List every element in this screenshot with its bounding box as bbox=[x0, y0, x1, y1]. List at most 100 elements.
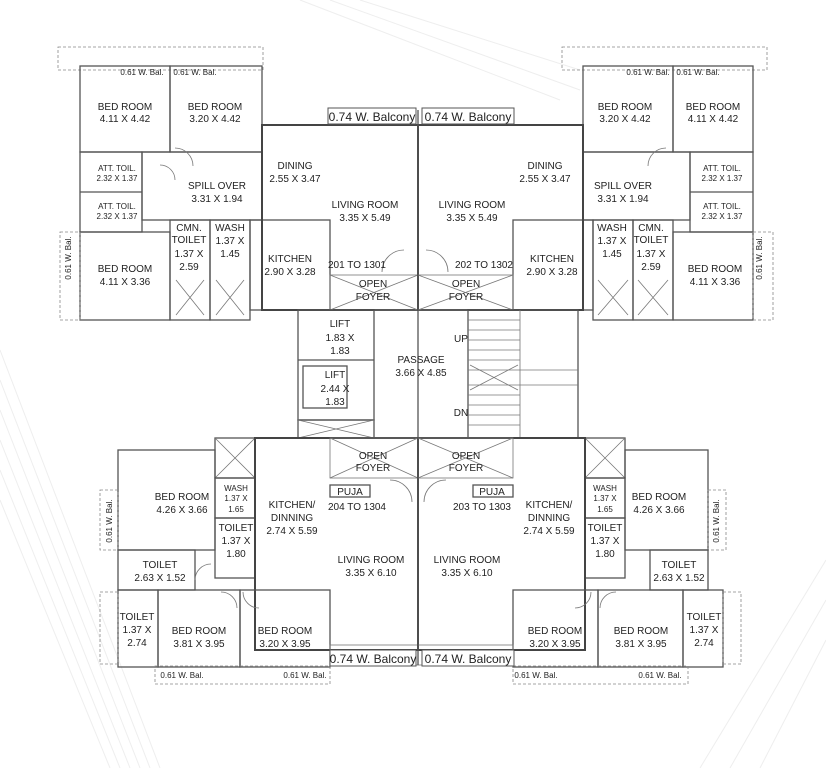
label-bot-right-living-name: LIVING ROOM bbox=[434, 555, 501, 566]
label-bot-left-living-name: LIVING ROOM bbox=[338, 555, 405, 566]
label-top-right-wash-2: 1.37 X bbox=[598, 236, 627, 247]
label-top-right-dining-name: DINING bbox=[528, 161, 563, 172]
label-top-left-unit: 201 TO 1301 bbox=[328, 260, 386, 271]
label-bot-left-wash-3: 1.65 bbox=[228, 505, 244, 514]
label-bot-right-wash-3: 1.65 bbox=[597, 505, 613, 514]
label-bot-left-bal-side: 0.61 W. Bal. bbox=[105, 499, 114, 542]
label-top-right-foyer-1: OPEN bbox=[452, 279, 480, 290]
label-bot-left-toilet-corner-1: TOILET bbox=[120, 612, 155, 623]
label-bot-right-unit: 203 TO 1303 bbox=[453, 502, 511, 513]
label-top-right-wash-1: WASH bbox=[597, 223, 627, 234]
label-top-right-cmn-1: CMN. bbox=[638, 223, 664, 234]
label-lift1-3: 1.83 bbox=[330, 346, 350, 357]
label-top-right-wash-3: 1.45 bbox=[602, 249, 622, 260]
label-top-right-dining-size: 2.55 X 3.47 bbox=[519, 174, 571, 185]
label-top-right-bed1-name: BED ROOM bbox=[598, 102, 652, 113]
label-stair-up: UP bbox=[454, 334, 468, 345]
label-passage-size: 3.66 X 4.85 bbox=[395, 368, 447, 379]
label-bot-right-toilet-corner-2: 1.37 X bbox=[690, 625, 719, 636]
label-bot-left-toilet-att-1: TOILET bbox=[143, 560, 178, 571]
label-bot-right-kitchen-2: DINNING bbox=[528, 513, 570, 524]
label-top-right-bed2-size: 4.11 X 4.42 bbox=[688, 114, 739, 125]
label-lift1-1: LIFT bbox=[330, 319, 351, 330]
label-top-left-wash-2: 1.37 X bbox=[216, 236, 245, 247]
label-bot-right-foyer-2: FOYER bbox=[449, 463, 483, 474]
label-top-left-spill-size: 3.31 X 1.94 bbox=[191, 194, 243, 205]
label-top-right-cmn-2: TOILET bbox=[634, 235, 669, 246]
label-top-right-spill-name: SPILL OVER bbox=[594, 181, 652, 192]
label-top-right-foyer-2: FOYER bbox=[449, 292, 483, 303]
label-top-left-bal-side: 0.61 W. Bal. bbox=[64, 236, 73, 279]
label-bot-right-bed3-name: BED ROOM bbox=[528, 626, 582, 637]
label-bot-left-toilet-corner-3: 2.74 bbox=[127, 638, 147, 649]
label-top-right-cmn-4: 2.59 bbox=[641, 262, 661, 273]
label-top-left-att1-name: ATT. TOIL. bbox=[98, 164, 136, 173]
label-lift2-2: 2.44 X bbox=[321, 384, 350, 395]
label-top-right-bal1: 0.61 W. Bal. bbox=[626, 68, 669, 77]
label-bot-right-bal1: 0.61 W. Bal. bbox=[514, 671, 557, 680]
label-top-left-bed2-size: 3.20 X 4.42 bbox=[189, 114, 241, 125]
label-bot-right-bed1-size: 4.26 X 3.66 bbox=[633, 505, 685, 516]
label-bot-left-puja: PUJA bbox=[337, 487, 363, 498]
label-top-right-att2-size: 2.32 X 1.37 bbox=[702, 212, 743, 221]
label-bot-right-toilet-att-1: TOILET bbox=[662, 560, 697, 571]
label-top-right-bed3-name: BED ROOM bbox=[688, 264, 742, 275]
label-bot-right-puja: PUJA bbox=[479, 487, 505, 498]
label-bot-left-bal1: 0.61 W. Bal. bbox=[160, 671, 203, 680]
label-top-left-att2-name: ATT. TOIL. bbox=[98, 202, 136, 211]
label-bot-right-bed2-size: 3.81 X 3.95 bbox=[615, 639, 667, 650]
label-bot-left-toilet-corner-2: 1.37 X bbox=[123, 625, 152, 636]
label-lift2-3: 1.83 bbox=[325, 397, 345, 408]
label-bot-left-bal2: 0.61 W. Bal. bbox=[283, 671, 326, 680]
label-bot-right-bal2: 0.61 W. Bal. bbox=[638, 671, 681, 680]
label-top-left-dining-name: DINING bbox=[278, 161, 313, 172]
text-labels: 0.61 W. Bal. 0.61 W. Bal. BED ROOM 4.11 … bbox=[64, 68, 764, 680]
label-top-left-bed1-name: BED ROOM bbox=[98, 102, 152, 113]
label-bot-right-wash-1: WASH bbox=[593, 484, 617, 493]
label-top-left-cmn-1: CMN. bbox=[176, 223, 202, 234]
label-bot-left-living-size: 3.35 X 6.10 bbox=[345, 568, 397, 579]
label-top-left-bed3-size: 4.11 X 3.36 bbox=[100, 277, 151, 288]
label-top-right-spill-size: 3.31 X 1.94 bbox=[597, 194, 649, 205]
label-bot-right-bed3-size: 3.20 X 3.95 bbox=[529, 639, 581, 650]
label-bot-right-bal-side: 0.61 W. Bal. bbox=[712, 499, 721, 542]
label-top-right-living-size: 3.35 X 5.49 bbox=[446, 213, 498, 224]
label-bot-left-wash-2: 1.37 X bbox=[224, 494, 248, 503]
label-top-right-bed2-name: BED ROOM bbox=[686, 102, 740, 113]
label-bot-right-toilet-mid-3: 1.80 bbox=[595, 549, 615, 560]
label-top-left-att1-size: 2.32 X 1.37 bbox=[97, 174, 138, 183]
label-top-left-att2-size: 2.32 X 1.37 bbox=[97, 212, 138, 221]
label-top-right-kitchen-name: KITCHEN bbox=[530, 254, 574, 265]
label-top-left-wash-3: 1.45 bbox=[220, 249, 240, 260]
label-bot-left-foyer-2: FOYER bbox=[356, 463, 390, 474]
label-bot-left-balcony: 0.74 W. Balcony bbox=[330, 652, 417, 666]
label-bot-left-bed3-size: 3.20 X 3.95 bbox=[259, 639, 311, 650]
label-bot-right-toilet-corner-1: TOILET bbox=[687, 612, 722, 623]
label-top-left-dining-size: 2.55 X 3.47 bbox=[269, 174, 321, 185]
label-bot-right-toilet-mid-1: TOILET bbox=[588, 523, 623, 534]
label-top-right-att2-name: ATT. TOIL. bbox=[703, 202, 741, 211]
label-lift2-1: LIFT bbox=[325, 370, 346, 381]
label-bot-right-bed1-name: BED ROOM bbox=[632, 492, 686, 503]
label-bot-right-wash-2: 1.37 X bbox=[593, 494, 617, 503]
label-bot-right-living-size: 3.35 X 6.10 bbox=[441, 568, 493, 579]
label-bot-left-kitchen-1: KITCHEN/ bbox=[269, 500, 316, 511]
label-top-left-living-name: LIVING ROOM bbox=[332, 200, 399, 211]
label-bot-left-toilet-att-2: 2.63 X 1.52 bbox=[134, 573, 186, 584]
label-top-right-bal-side: 0.61 W. Bal. bbox=[755, 236, 764, 279]
label-passage-name: PASSAGE bbox=[397, 355, 444, 366]
label-top-right-att1-size: 2.32 X 1.37 bbox=[702, 174, 743, 183]
label-top-left-cmn-2: TOILET bbox=[172, 235, 207, 246]
label-top-right-kitchen-size: 2.90 X 3.28 bbox=[526, 267, 578, 278]
label-top-left-foyer-2: FOYER bbox=[356, 292, 390, 303]
label-top-right-bed3-size: 4.11 X 3.36 bbox=[690, 277, 741, 288]
label-top-right-bed1-size: 3.20 X 4.42 bbox=[599, 114, 651, 125]
label-top-left-bed3-name: BED ROOM bbox=[98, 264, 152, 275]
label-top-left-kitchen-size: 2.90 X 3.28 bbox=[264, 267, 316, 278]
label-bot-right-toilet-att-2: 2.63 X 1.52 bbox=[653, 573, 705, 584]
label-top-left-cmn-4: 2.59 bbox=[179, 262, 199, 273]
label-top-left-wash-1: WASH bbox=[215, 223, 245, 234]
label-top-right-att1-name: ATT. TOIL. bbox=[703, 164, 741, 173]
